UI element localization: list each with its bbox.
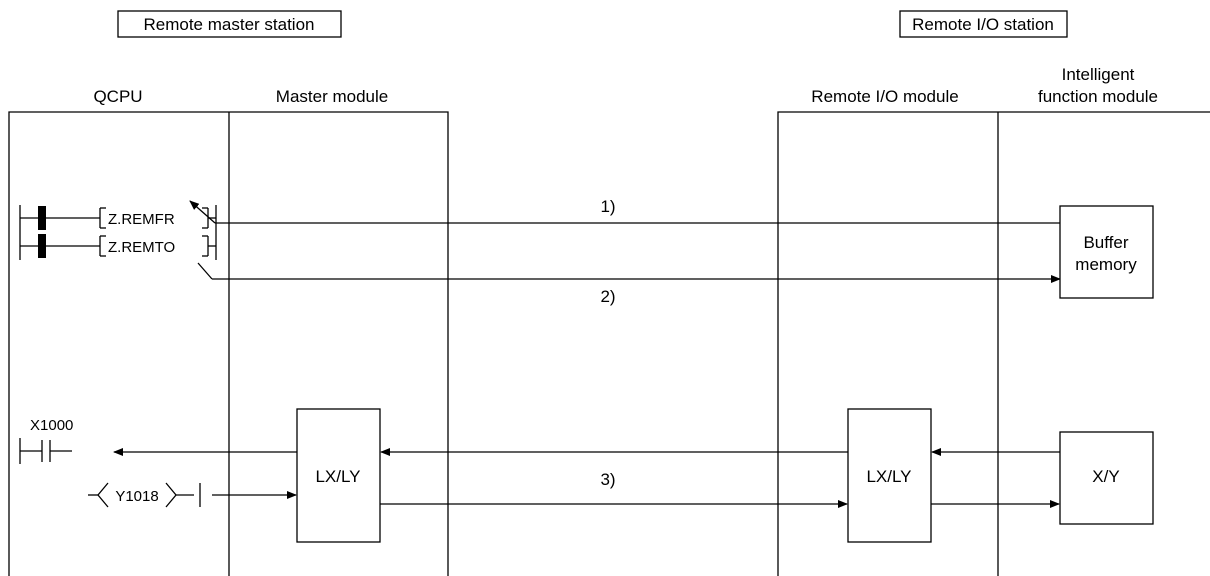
- flow-2-arrow: [197, 262, 1061, 283]
- rung-remto: [19, 232, 217, 260]
- xy-box: [1059, 431, 1154, 525]
- lxly-master-label: LX/LY: [315, 467, 360, 486]
- remote-station-label: Remote I/O station: [912, 15, 1054, 34]
- remfr-instruction: Z.REMFR: [108, 211, 175, 228]
- xy-label: X/Y: [1092, 467, 1119, 486]
- column-frames: [8, 111, 1210, 576]
- buffer-memory-box: [1059, 205, 1154, 299]
- remote-io-module-header: Remote I/O module: [811, 87, 958, 106]
- lxly-master-box: [296, 408, 381, 543]
- remote-station-box: [899, 10, 1068, 38]
- master-station-label: Remote master station: [143, 15, 314, 34]
- flow-1-label: 1): [600, 197, 615, 216]
- x1000-contact: [19, 438, 72, 464]
- remote-station-frame: [777, 111, 1210, 576]
- contact-marker: [38, 206, 46, 230]
- x1000-label: X1000: [30, 417, 73, 434]
- intelligent-header-line1: Intelligent: [1062, 65, 1135, 84]
- y1018-label: Y1018: [115, 488, 158, 505]
- y1018-coil: [88, 482, 297, 508]
- lxly-remote-box: [847, 408, 932, 543]
- flow-1-arrow: [189, 200, 1060, 224]
- lxly-remote-label: LX/LY: [866, 467, 911, 486]
- flow-2-label: 2): [600, 287, 615, 306]
- flow-3-label: 3): [600, 470, 615, 489]
- contact-marker: [38, 234, 46, 258]
- remto-instruction: Z.REMTO: [108, 239, 175, 256]
- master-station-box: [117, 10, 342, 38]
- qcpu-header: QCPU: [93, 87, 142, 106]
- buffer-label-line1: Buffer: [1083, 233, 1128, 252]
- rung-remfr: [19, 205, 217, 232]
- intelligent-header-line2: function module: [1038, 87, 1158, 106]
- master-module-header: Master module: [276, 87, 388, 106]
- buffer-label-line2: memory: [1075, 255, 1137, 274]
